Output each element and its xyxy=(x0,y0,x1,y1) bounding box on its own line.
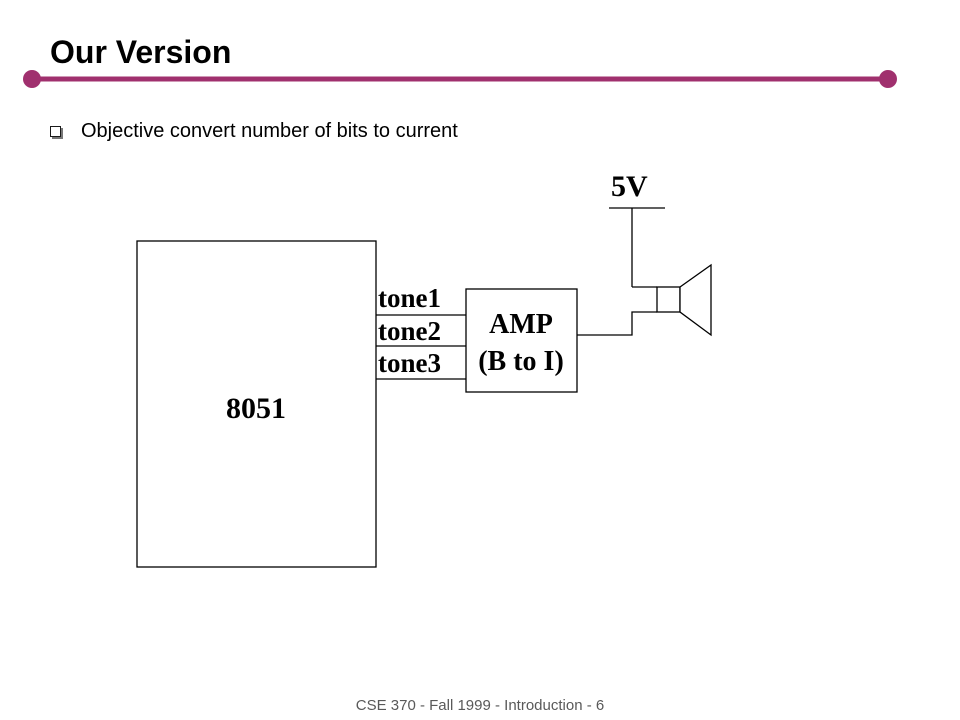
speaker-icon xyxy=(656,263,712,337)
amplifier-label: AMP xyxy=(489,309,553,340)
amplifier-output-wire xyxy=(577,311,657,336)
bullet-item: Objective convert number of bits to curr… xyxy=(50,120,458,143)
signal-label-tone2: tone2 xyxy=(378,316,441,346)
microcontroller-label: 8051 xyxy=(226,392,286,425)
amplifier-sublabel: (B to I) xyxy=(478,346,564,377)
speaker-magnet xyxy=(656,286,681,313)
amplifier-block xyxy=(465,288,578,393)
microcontroller-block xyxy=(136,240,377,568)
slide-title: Our Version xyxy=(50,34,232,70)
bullet-text: Objective convert number of bits to curr… xyxy=(81,120,458,142)
supply-label: 5V xyxy=(611,170,648,203)
speaker-cone xyxy=(679,263,712,337)
square-bullet-icon xyxy=(50,126,61,137)
signal-label-tone1: tone1 xyxy=(378,283,441,313)
slide-footer: CSE 370 - Fall 1999 - Introduction - 6 xyxy=(355,697,605,714)
signal-label-tone3: tone3 xyxy=(378,348,441,378)
